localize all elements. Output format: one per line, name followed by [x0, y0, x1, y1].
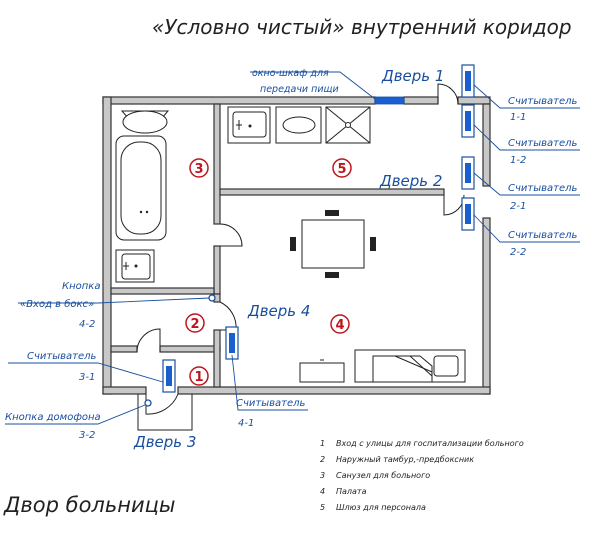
legend-item-text: Палата — [336, 487, 367, 496]
legend-item-text: Вход с улицы для госпитализации больного — [336, 439, 524, 448]
wall — [213, 329, 221, 388]
reader-code: 2-1 — [510, 201, 526, 212]
door-3-label: Дверь 3 — [133, 433, 196, 451]
wall — [159, 345, 221, 353]
reader-label: Считыватель — [508, 138, 578, 149]
door-2-swing — [443, 194, 465, 216]
wall — [177, 386, 491, 395]
reader-label: Считыватель — [508, 183, 578, 194]
svg-text:5: 5 — [337, 162, 346, 177]
room-number-2: 2 — [185, 313, 205, 333]
box-button-label-2: «Вход в бокс» — [20, 298, 94, 310]
wall — [219, 188, 445, 196]
intercom-button-code: 3-2 — [79, 430, 95, 441]
wall — [110, 345, 138, 353]
legend-item: 2 — [320, 455, 325, 464]
svg-text:4: 4 — [335, 318, 344, 333]
chair-icon — [290, 237, 296, 251]
wall — [213, 245, 221, 295]
box-button-label: Кнопка — [62, 281, 100, 292]
card-reader-3-1 — [162, 359, 176, 393]
cabinet-icon — [299, 362, 345, 383]
entrance-porch — [137, 394, 193, 431]
toilet-icon — [122, 110, 168, 134]
wall — [403, 96, 439, 105]
legend-item-text: Шлюз для персонала — [336, 503, 426, 512]
legend: 1 Вход с улицы для госпитализации больно… — [320, 439, 524, 512]
legend-item: 5 — [320, 503, 325, 512]
reader-code: 1-1 — [510, 112, 526, 123]
reader-code: 3-1 — [79, 372, 95, 383]
room-number-3: 3 — [189, 158, 209, 178]
wall — [102, 96, 376, 105]
food-window — [374, 96, 405, 105]
reader-label: Считыватель — [236, 398, 306, 409]
chair-icon — [370, 237, 376, 251]
wall — [102, 386, 147, 395]
pillow-icon — [433, 355, 459, 377]
reader-label: Считыватель — [508, 230, 578, 241]
food-window-label-2: передачи пищи — [260, 84, 339, 95]
reader-code: 2-2 — [510, 247, 526, 258]
door-3-swing — [145, 393, 179, 415]
box-button-code: 4-2 — [79, 319, 95, 330]
svg-text:2: 2 — [190, 317, 199, 332]
table-icon — [301, 219, 365, 269]
card-reader-4-1 — [225, 326, 239, 360]
reader-label: Считыватель — [508, 96, 578, 107]
chair-icon — [325, 272, 339, 278]
bathroom-door-swing — [219, 223, 243, 247]
intercom-button-label: Кнопка домофона — [5, 412, 101, 423]
card-reader-1-1 — [461, 64, 475, 98]
card-reader-1-2 — [461, 104, 475, 138]
door-1-swing — [437, 83, 459, 105]
chair-icon — [325, 210, 339, 216]
room-number-5: 5 — [332, 158, 352, 178]
legend-item-text: Наружный тамбур,-предбоксник — [336, 455, 474, 464]
reader-label: Считыватель — [27, 351, 97, 362]
wall — [482, 103, 491, 187]
inner-door-swing — [136, 328, 161, 353]
card-reader-2-1 — [461, 156, 475, 190]
bathtub-inner — [120, 141, 162, 235]
door-4-label: Дверь 4 — [247, 302, 310, 320]
yard-label: Двор больницы — [3, 493, 176, 517]
legend-item: 4 — [320, 487, 325, 496]
legend-item-text: Санузел для больного — [336, 471, 430, 480]
sink-basin — [232, 111, 267, 138]
card-reader-2-2 — [461, 197, 475, 231]
food-window-label: окно-шкаф для — [252, 68, 329, 79]
room-number-1: 1 — [189, 366, 209, 386]
door-4-swing — [219, 301, 237, 331]
box-entry-button-icon — [208, 294, 216, 302]
wall — [110, 287, 215, 295]
legend-item: 3 — [320, 471, 325, 480]
door-1-label: Дверь 1 — [381, 67, 444, 85]
intercom-button-icon — [144, 399, 152, 407]
wall — [457, 96, 491, 105]
door-2-label: Дверь 2 — [379, 172, 442, 190]
svg-text:1: 1 — [194, 370, 203, 385]
diagram-title: «Условно чистый» внутренний коридор — [152, 15, 572, 39]
legend-item: 1 — [320, 439, 325, 448]
room-number-4: 4 — [330, 314, 350, 334]
reader-code: 1-2 — [510, 155, 526, 166]
svg-text:3: 3 — [194, 162, 203, 177]
bidet-icon — [282, 116, 316, 134]
wall — [213, 103, 221, 225]
wall — [482, 217, 491, 395]
wall — [102, 96, 112, 395]
reader-code: 4-1 — [238, 418, 254, 429]
